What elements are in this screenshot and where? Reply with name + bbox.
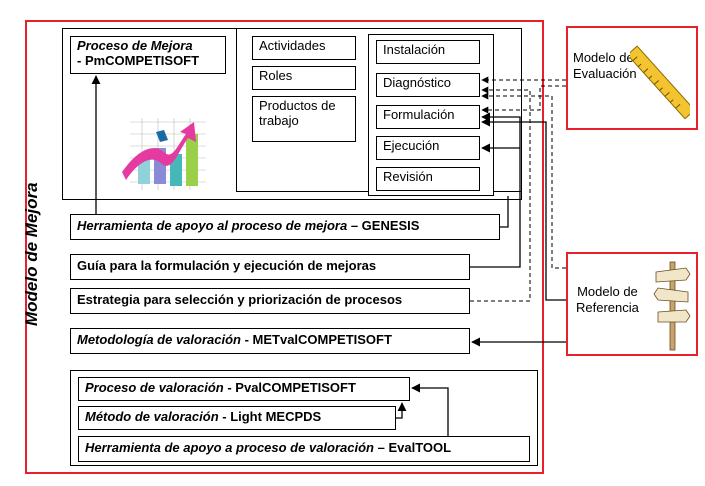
evaluation-model-line1: Modelo de [573, 50, 634, 65]
valuation-group [70, 370, 538, 466]
guide-label: Guía para la formulación y ejecución de … [77, 258, 377, 273]
pval-box: Proceso de valoración - PvalCOMPETISOFT [78, 377, 410, 401]
reference-model-label: Modelo de Referencia [576, 284, 639, 315]
genesis-box: Herramienta de apoyo al proceso de mejor… [70, 214, 500, 240]
work-products-label: Productos de trabajo [259, 98, 336, 128]
method-code: - Light MECPDS [218, 409, 322, 424]
metval-label: Metodología de valoración [77, 332, 241, 347]
metval-box: Metodología de valoración - METvalCOMPET… [70, 328, 470, 354]
phase-review: Revisión [376, 167, 480, 191]
evaltool-code: – EvalTOOL [374, 440, 452, 455]
evaluation-model-box [566, 26, 698, 130]
strategy-label: Estrategia para selección y priorización… [77, 292, 403, 307]
evaluation-model-label: Modelo de Evaluación [573, 50, 637, 81]
evaltool-box: Herramienta de apoyo a proceso de valora… [78, 436, 530, 462]
process-box: Proceso de Mejora - PmCOMPETISOFT [70, 36, 226, 74]
phase-diagnosis: Diagnóstico [376, 73, 480, 97]
work-products-box: Productos de trabajo [252, 96, 356, 142]
activities-box: Actividades [252, 36, 356, 60]
method-box: Método de valoración - Light MECPDS [78, 406, 396, 430]
phase-execution: Ejecución [376, 136, 480, 160]
pval-label: Proceso de valoración [85, 380, 224, 395]
strategy-box: Estrategia para selección y priorización… [70, 288, 470, 314]
phase-installation: Instalación [376, 40, 480, 64]
method-label: Método de valoración [85, 409, 219, 424]
evaluation-model-line2: Evaluación [573, 65, 637, 81]
phase-formulation: Formulación [376, 105, 480, 129]
genesis-code: – GENESIS [347, 218, 420, 233]
chart-icon [118, 112, 216, 198]
process-title: Proceso de Mejora [77, 38, 193, 53]
guide-box: Guía para la formulación y ejecución de … [70, 254, 470, 280]
improvement-model-title: Modelo de Mejora [22, 182, 41, 326]
ruler-icon [626, 40, 696, 124]
reference-model-line1: Modelo de [577, 284, 638, 299]
genesis-label: Herramienta de apoyo al proceso de mejor… [77, 218, 348, 233]
pval-code: - PvalCOMPETISOFT [223, 380, 356, 395]
reference-model-line2: Referencia [576, 299, 639, 315]
process-code: - PmCOMPETISOFT [77, 52, 200, 68]
signpost-icon [650, 258, 694, 352]
roles-box: Roles [252, 66, 356, 90]
evaltool-label: Herramienta de apoyo a proceso de valora… [85, 440, 374, 455]
metval-code: - METvalCOMPETISOFT [240, 332, 392, 347]
